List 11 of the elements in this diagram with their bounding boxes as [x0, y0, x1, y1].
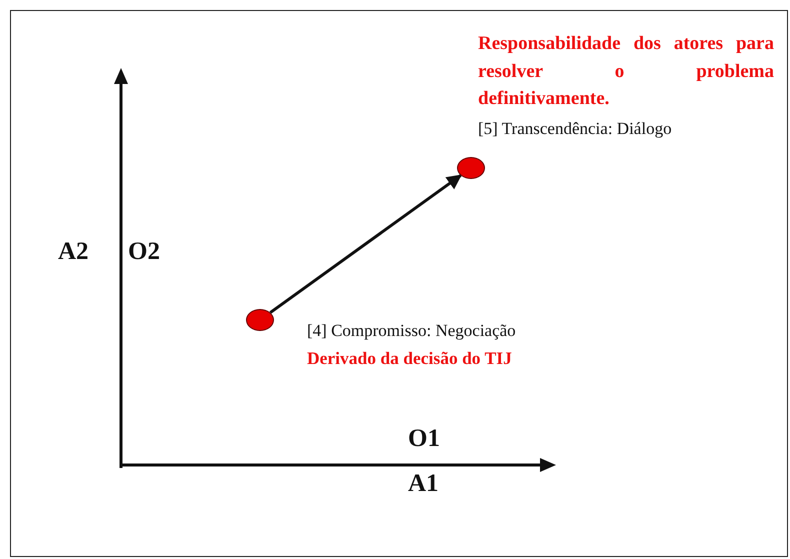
point-label: [4] Compromisso: Negociação — [307, 320, 516, 342]
note-text: Responsabilidade dos atores para resolver o problema definitivamente. — [478, 32, 774, 112]
axis-label: O2 — [128, 238, 160, 266]
circle-marker — [457, 157, 485, 179]
circle-marker — [246, 309, 274, 331]
axis-label: O1 — [408, 425, 440, 453]
point-label: [5] Transcendência: Diálogo — [478, 118, 672, 140]
note-text: Derivado da decisão do TIJ — [307, 347, 512, 370]
axis-label: A1 — [408, 470, 439, 498]
arrow — [269, 174, 462, 314]
axis-label: A2 — [58, 238, 89, 266]
